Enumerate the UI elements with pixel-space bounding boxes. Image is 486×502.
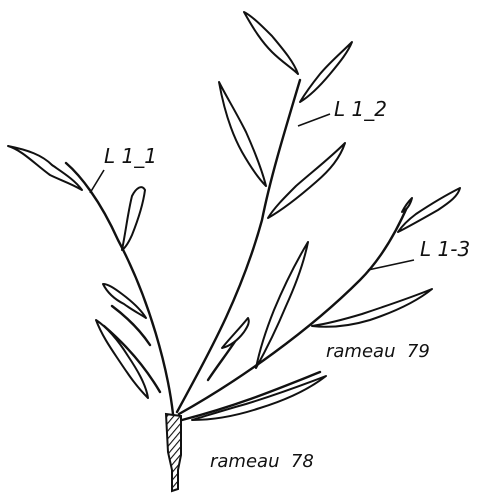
base-stem — [166, 414, 181, 491]
label-rameau-78: rameau 78 — [210, 451, 314, 472]
label-l1-2: L 1_2 — [334, 97, 387, 121]
label-rameau-79: rameau 79 — [326, 341, 430, 362]
label-l1-3: L 1-3 — [420, 237, 470, 261]
label-l1-1: L 1_1 — [104, 144, 157, 168]
